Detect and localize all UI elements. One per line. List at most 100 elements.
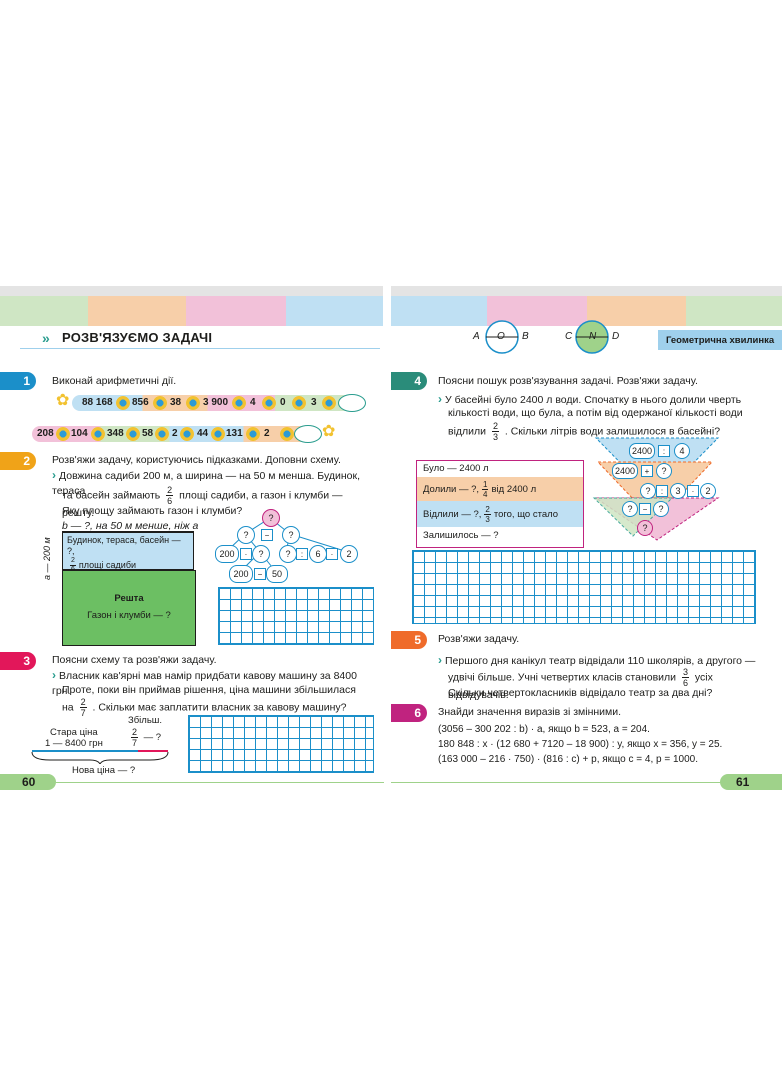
task-4-line-a: У басейні було 2400 л води. Спочатку в н… xyxy=(445,394,742,406)
task-2-number: 2 xyxy=(0,452,36,470)
scheme-side-label: a — 200 м xyxy=(42,537,52,580)
tree-node[interactable]: 200 xyxy=(229,565,253,583)
geometry-label: Геометрична хвилинка xyxy=(658,330,782,350)
tree-root-node[interactable]: ? xyxy=(262,509,280,527)
letter-a: A xyxy=(473,331,480,342)
tab-green-left xyxy=(0,296,88,326)
increase-label: Збільш. xyxy=(128,715,163,726)
tree-node[interactable]: 3 xyxy=(670,483,686,499)
operation-flower-icon xyxy=(262,396,276,410)
info-row-left: Залишилось — ? xyxy=(417,527,583,545)
green-box-title: Решта xyxy=(114,593,144,604)
task-1-number: 1 xyxy=(0,372,36,390)
tree-node[interactable]: ? xyxy=(640,483,656,499)
operation-flower-icon xyxy=(232,396,246,410)
denominator: 7 xyxy=(80,708,86,718)
chain-top-value-6: 0 xyxy=(280,397,286,408)
page-number-left-bar xyxy=(0,774,56,790)
task-5-question: Скільки четвертокласників відвідало теат… xyxy=(448,687,713,699)
chevron-right-icon: › xyxy=(52,468,56,482)
tree-node[interactable]: 200 xyxy=(215,545,239,563)
tree-node[interactable]: ? xyxy=(279,545,297,563)
operation-box-divide: : xyxy=(656,485,668,497)
chain-top-bar xyxy=(72,395,354,411)
task-4-line-c2: . Скільки літрів води залишилося в басей… xyxy=(504,425,721,438)
info-row-left-text: Залишилось — ? xyxy=(423,530,499,541)
numerator: 2 xyxy=(70,557,76,566)
tree-node[interactable]: ? xyxy=(653,501,669,517)
answer-oval[interactable] xyxy=(294,425,322,443)
bee-icon: ✿ xyxy=(56,392,70,409)
operation-box-plus: + xyxy=(641,465,653,477)
tree-node[interactable]: ? xyxy=(252,545,270,563)
operation-flower-icon xyxy=(211,427,225,441)
blue-box-line1: Будинок, тераса, басейн — ?, xyxy=(67,535,181,556)
answer-oval[interactable] xyxy=(338,394,366,412)
task-5-text-a: ›Першого дня канікул театр відвідали 110… xyxy=(438,653,758,669)
task-3-text-b: Проте, поки він приймав рішення, ціна ма… xyxy=(62,684,356,696)
operation-flower-icon xyxy=(292,396,306,410)
numerator: 2 xyxy=(79,697,87,708)
side-label-text: a — 200 м xyxy=(42,537,52,580)
tree-node[interactable]: ? xyxy=(237,526,255,544)
task-4-text-a: ›У басейні було 2400 л води. Спочатку в … xyxy=(438,392,748,408)
old-price-value: 1 — 8400 грн xyxy=(45,738,103,749)
tree-node[interactable]: 4 xyxy=(674,443,690,459)
geometry-circles xyxy=(485,320,609,354)
task-3-answer-grid[interactable] xyxy=(188,715,374,773)
fraction-2-6-small: 26 xyxy=(70,557,76,574)
task-4-number: 4 xyxy=(391,372,427,390)
denominator: 7 xyxy=(132,738,138,748)
denominator: 6 xyxy=(167,496,173,506)
task-3-line-a: Власник кав'ярні мав намір придбати каво… xyxy=(52,670,357,697)
operation-flower-icon xyxy=(180,427,194,441)
task-4-answer-grid[interactable] xyxy=(412,550,756,624)
blue-box-line2-text: площі садиби xyxy=(78,559,137,570)
chain-top-value-3: 38 xyxy=(170,397,182,408)
tree-node[interactable]: ? xyxy=(656,463,672,479)
operation-flower-icon xyxy=(153,396,167,410)
info-row-added-b: від 2400 л xyxy=(491,483,537,495)
numerator: 1 xyxy=(482,479,489,490)
bee-icon: ✿ xyxy=(322,423,336,440)
letter-c: C xyxy=(565,331,573,342)
tab-pink-left xyxy=(186,296,286,326)
letter-o: O xyxy=(497,331,505,342)
tree-node[interactable]: 50 xyxy=(266,565,288,583)
tab-orange-left xyxy=(88,296,186,326)
footer-line-right xyxy=(391,782,721,783)
tree-node[interactable]: 2 xyxy=(700,483,716,499)
task-2-question: Яку площу займають газон і клумби? xyxy=(62,505,243,517)
operation-flower-icon xyxy=(116,396,130,410)
task-6-expression-3: (163 000 – 216 · 750) · (816 : c) + p, я… xyxy=(438,754,699,765)
increase-line xyxy=(138,750,168,752)
tree-node[interactable]: ? xyxy=(622,501,638,517)
numerator: 3 xyxy=(681,667,689,678)
task-2-answer-grid[interactable] xyxy=(218,587,374,645)
chain-bottom-value-8: 2 xyxy=(264,428,270,439)
denominator: 4 xyxy=(483,489,488,499)
info-row-poured-a: Відлили — ?, xyxy=(423,508,482,520)
chain-bottom-value-6: 44 xyxy=(197,428,209,439)
chain-top-value-1: 88 168 xyxy=(82,397,113,408)
operation-flower-icon xyxy=(280,427,294,441)
tree-node[interactable]: 2 xyxy=(340,545,358,563)
chain-bottom-value-7: 131 xyxy=(226,428,243,439)
task-2-line-b2: площі садиби, а газон і клумби — решту. xyxy=(62,489,343,519)
chevron-right-icon: › xyxy=(438,653,442,667)
tree-node[interactable]: 2400 xyxy=(629,443,655,459)
tree-node[interactable]: 6 xyxy=(309,545,327,563)
chain-top-value-5: 4 xyxy=(250,397,256,408)
task-2-line-a: Довжина садиби 200 м, а ширина — на 50 м… xyxy=(52,470,361,497)
operation-box-minus: − xyxy=(261,529,273,541)
tree-root-node[interactable]: ? xyxy=(637,520,653,536)
tree-node[interactable]: ? xyxy=(282,526,300,544)
tree-node[interactable]: 2400 xyxy=(612,463,638,479)
